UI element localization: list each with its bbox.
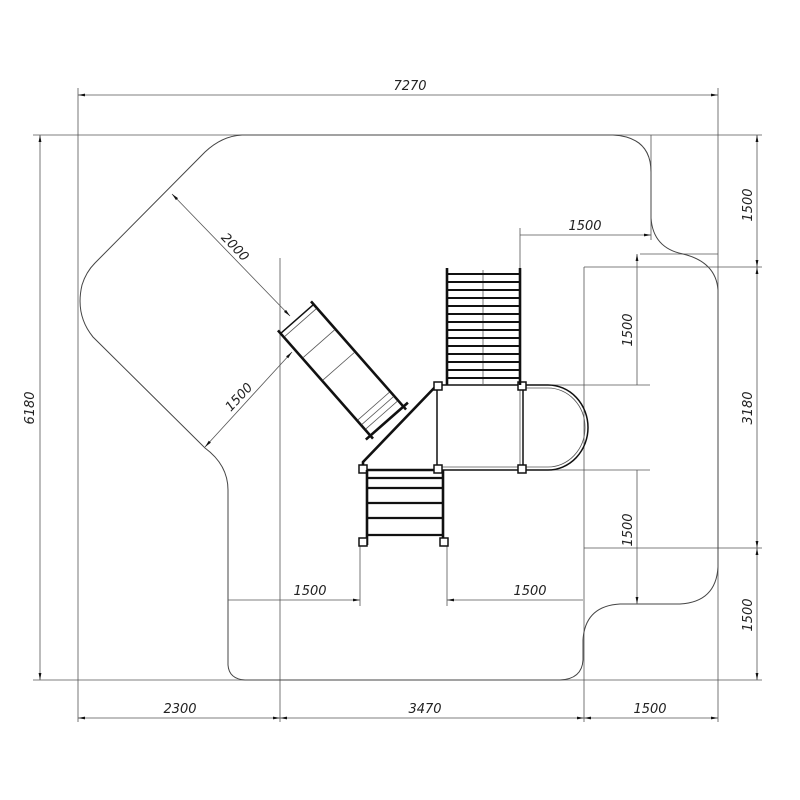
dim-overall-height: 6180 <box>23 391 38 424</box>
dim-bottom-left: 2300 <box>163 702 196 717</box>
extension-lines <box>33 88 762 722</box>
dim-overall-width: 7270 <box>393 79 426 94</box>
dim-ladder-side: 1500 <box>568 219 601 234</box>
dim-slide-run-out: 2000 <box>218 230 252 264</box>
dim-right-top: 1500 <box>741 188 756 221</box>
stairs <box>358 470 449 547</box>
dim-stairs-left: 1500 <box>293 584 326 599</box>
dimension-lines <box>38 93 759 720</box>
climbing-ladder <box>445 268 522 385</box>
dim-stairs-right: 1500 <box>513 584 546 599</box>
dim-bottom-right: 1500 <box>633 702 666 717</box>
dim-right-middle: 3180 <box>741 391 756 424</box>
slide <box>276 300 409 441</box>
dim-bottom-middle: 3470 <box>408 702 441 717</box>
dim-right-bottom: 1500 <box>741 598 756 631</box>
dim-tower-side-bottom: 1500 <box>621 513 636 546</box>
play-structure <box>276 268 589 547</box>
safety-zone-outline <box>79 134 719 681</box>
dim-tower-side-top: 1500 <box>621 313 636 346</box>
tower-platform <box>358 381 589 474</box>
